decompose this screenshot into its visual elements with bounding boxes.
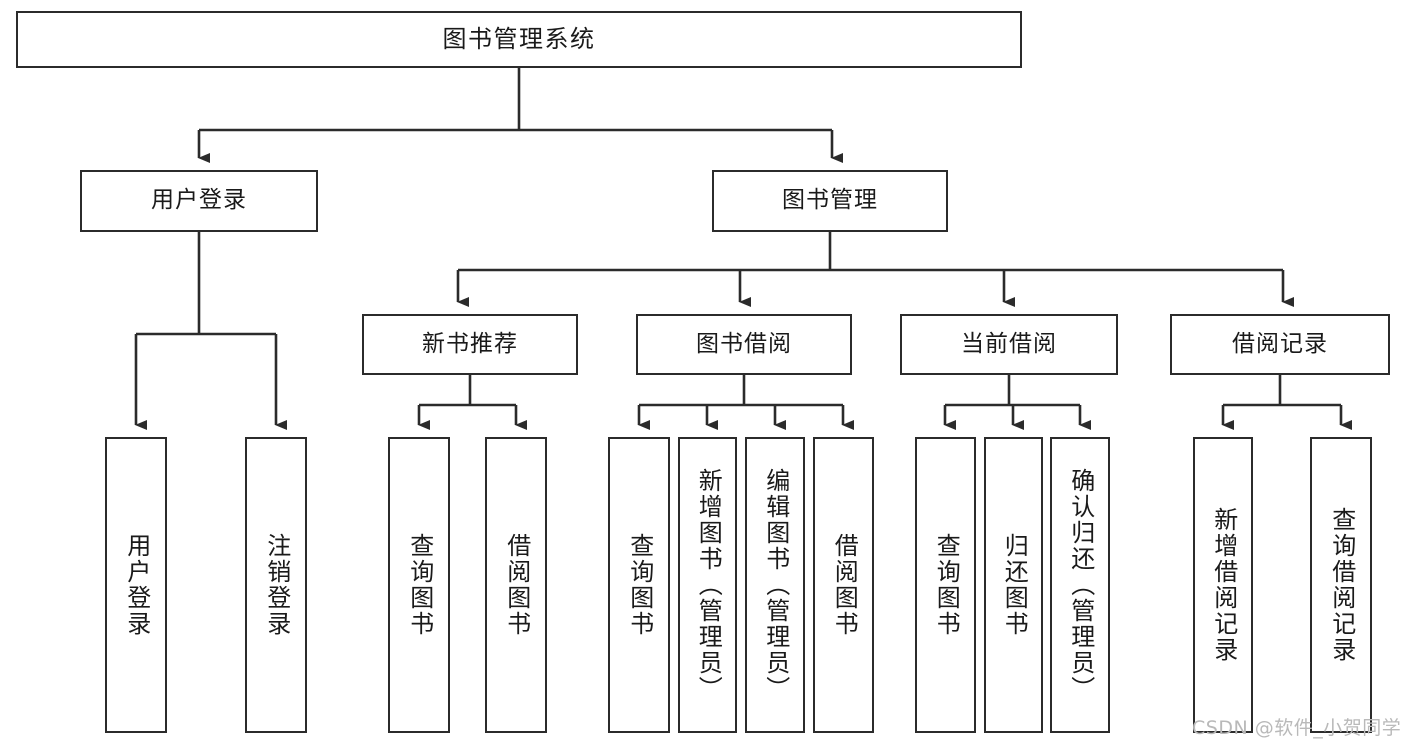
node-book-borrow-label: 图书借阅 [696, 330, 792, 357]
leaf-borrow-book-1-label: 借阅图书 [502, 533, 531, 637]
leaf-return-book[interactable]: 归还图书 [984, 437, 1043, 733]
leaf-logout[interactable]: 注销登录 [245, 437, 307, 733]
leaf-query-record[interactable]: 查询借阅记录 [1310, 437, 1372, 733]
leaf-query-book-1[interactable]: 查询图书 [388, 437, 450, 733]
leaf-borrow-book-2-label: 借阅图书 [830, 533, 859, 637]
leaf-edit-book[interactable]: 编辑图书（管理员） [745, 437, 805, 733]
node-current-borrow-label: 当前借阅 [961, 330, 1057, 357]
leaf-confirm-return-label: 确认归还（管理员） [1066, 468, 1095, 702]
leaf-query-book-2[interactable]: 查询图书 [608, 437, 670, 733]
leaf-borrow-book-2[interactable]: 借阅图书 [813, 437, 874, 733]
leaf-query-book-2-label: 查询图书 [625, 533, 654, 637]
node-new-book-recommend-label: 新书推荐 [422, 330, 518, 357]
leaf-add-record-label: 新增借阅记录 [1209, 507, 1238, 663]
node-book-borrow[interactable]: 图书借阅 [636, 314, 852, 375]
node-current-borrow[interactable]: 当前借阅 [900, 314, 1118, 375]
leaf-edit-book-label: 编辑图书（管理员） [761, 468, 790, 702]
leaf-logout-label: 注销登录 [262, 533, 291, 637]
leaf-confirm-return[interactable]: 确认归还（管理员） [1050, 437, 1110, 733]
watermark: CSDN @软件_小贺同学 [1192, 717, 1402, 739]
node-new-book-recommend[interactable]: 新书推荐 [362, 314, 578, 375]
node-borrow-record-label: 借阅记录 [1232, 330, 1328, 357]
node-borrow-record[interactable]: 借阅记录 [1170, 314, 1390, 375]
node-book-manage-label: 图书管理 [782, 187, 878, 214]
node-user-login[interactable]: 用户登录 [80, 170, 318, 232]
leaf-add-book-label: 新增图书（管理员） [694, 468, 723, 702]
node-user-login-label: 用户登录 [151, 187, 247, 214]
leaf-return-book-label: 归还图书 [1000, 533, 1029, 637]
leaf-user-login[interactable]: 用户登录 [105, 437, 167, 733]
leaf-query-book-1-label: 查询图书 [405, 533, 434, 637]
leaf-query-book-3[interactable]: 查询图书 [915, 437, 976, 733]
leaf-user-login-label: 用户登录 [122, 533, 151, 637]
node-root-label: 图书管理系统 [442, 25, 596, 54]
leaf-borrow-book-1[interactable]: 借阅图书 [485, 437, 547, 733]
leaf-query-book-3-label: 查询图书 [932, 533, 961, 637]
leaf-query-record-label: 查询借阅记录 [1327, 507, 1356, 663]
node-book-manage[interactable]: 图书管理 [712, 170, 948, 232]
leaf-add-record[interactable]: 新增借阅记录 [1193, 437, 1253, 733]
node-root[interactable]: 图书管理系统 [16, 11, 1022, 68]
leaf-add-book[interactable]: 新增图书（管理员） [678, 437, 737, 733]
